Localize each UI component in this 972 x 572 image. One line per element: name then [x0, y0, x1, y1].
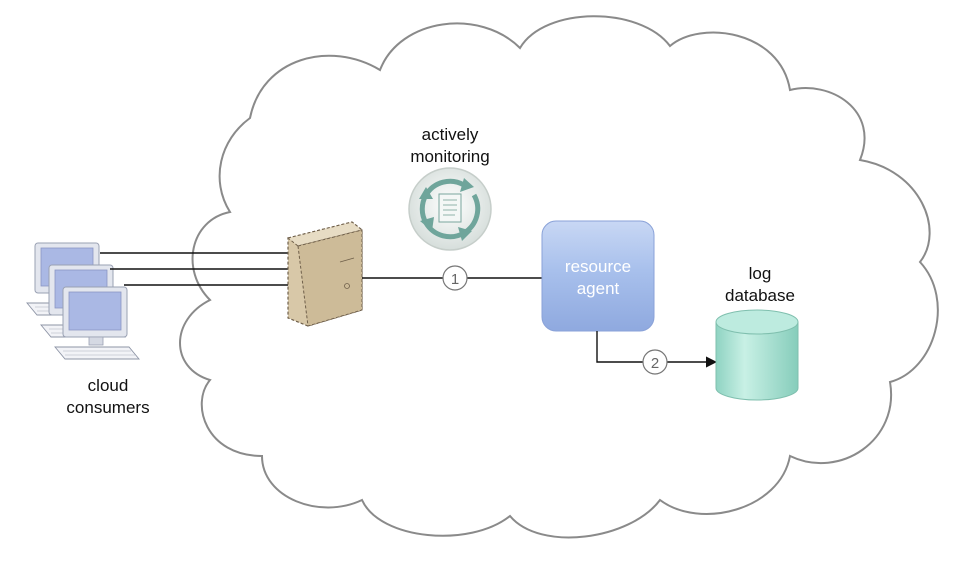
log-database-label: log database	[705, 263, 815, 307]
log-database-label-line1: log	[748, 264, 772, 283]
step-2-number: 2	[651, 355, 659, 372]
database-icon	[715, 309, 799, 401]
monitoring-label-line1: actively	[421, 125, 479, 144]
step-1-marker	[442, 265, 468, 291]
monitoring-cycle-icon	[408, 167, 492, 251]
step-2-marker	[642, 349, 668, 375]
computer-icon	[54, 286, 140, 360]
server-icon	[286, 221, 364, 327]
log-database-label-line2: database	[725, 286, 795, 305]
monitoring-label: actively monitoring	[390, 124, 510, 168]
cloud-consumers-label-line1: cloud	[87, 376, 129, 395]
resource-agent-box	[541, 220, 655, 332]
resource-agent-label-line2: agent	[576, 279, 620, 298]
cloud-consumers-label: cloud consumers	[48, 375, 168, 419]
monitoring-label-line2: monitoring	[410, 147, 490, 166]
step-1-number: 1	[451, 271, 459, 288]
cloud-consumers-label-line2: consumers	[66, 398, 150, 417]
log-arrow	[596, 331, 718, 368]
resource-agent-label-line1: resource	[564, 257, 632, 276]
resource-agent-label: resource agent	[548, 256, 648, 300]
